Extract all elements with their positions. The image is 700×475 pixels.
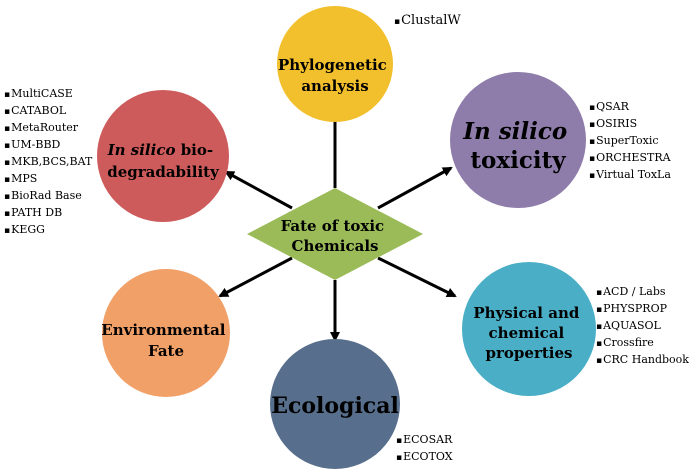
phylogenetic-label: Phylogenetic analysis xyxy=(278,56,392,95)
tool-item: MultiCASE xyxy=(4,86,92,103)
tool-item: UM-BBD xyxy=(4,137,92,154)
arrow-to-environmental xyxy=(218,256,293,298)
tool-item: MPS xyxy=(4,171,92,188)
tool-item: ORCHESTRA xyxy=(589,150,671,167)
tool-item: CATABOL xyxy=(4,103,92,120)
toxicity-label: In silico toxicity xyxy=(462,118,573,174)
arrow-to-physical xyxy=(377,256,457,298)
arrow-to-biodegradability xyxy=(224,170,293,210)
ecological-tools: ECOSARECOTOX xyxy=(396,432,453,466)
tool-item: BioRad Base xyxy=(4,188,92,205)
tool-item: PATH DB xyxy=(4,205,92,222)
toxicity-tools: QSAROSIRISSuperToxicORCHESTRAVirtual Tox… xyxy=(589,99,671,184)
center-diamond xyxy=(247,188,423,280)
tool-item: AQUASOL xyxy=(596,318,689,335)
tool-item: PHYSPROP xyxy=(596,301,689,318)
environmental-circle xyxy=(102,269,230,397)
tool-item: OSIRIS xyxy=(589,116,671,133)
tool-item: ECOSAR xyxy=(396,432,453,449)
tool-item: KEGG xyxy=(4,222,92,239)
tool-item: QSAR xyxy=(589,99,671,116)
toxicity-circle xyxy=(450,72,586,208)
phylogenetic-circle xyxy=(277,6,393,122)
tool-item: Crossfire xyxy=(596,335,689,352)
arrow-to-toxicity xyxy=(377,166,453,210)
physical-tools: ACD / LabsPHYSPROPAQUASOLCrossfireCRC Ha… xyxy=(596,284,689,369)
tool-item: CRC Handbook xyxy=(596,352,689,369)
tool-item: MKB,BCS,BAT xyxy=(4,154,92,171)
tool-item: SuperToxic xyxy=(589,133,671,150)
phylogenetic-tools: ClustalW xyxy=(394,12,461,31)
ecological-label: Ecological xyxy=(271,393,399,419)
tool-item: ClustalW xyxy=(394,12,461,31)
tool-item: ECOTOX xyxy=(396,449,452,466)
tool-item: MetaRouter xyxy=(4,120,92,137)
tool-item: Virtual ToxLa xyxy=(589,167,671,184)
ecological-circle xyxy=(270,339,400,469)
physical-circle xyxy=(462,262,596,396)
biodegradability-label: In silico bio- degradability xyxy=(107,141,220,181)
biodegradability-tools: MultiCASECATABOLMetaRouterUM-BBDMKB,BCS,… xyxy=(4,86,92,239)
biodegradability-circle xyxy=(97,90,229,222)
environmental-label: Environmental Fate xyxy=(101,321,230,360)
physical-label: Physical and chemical properties xyxy=(473,304,584,362)
tool-item: ACD / Labs xyxy=(596,284,689,301)
center-label: Fate of toxic Chemicals xyxy=(281,217,390,255)
